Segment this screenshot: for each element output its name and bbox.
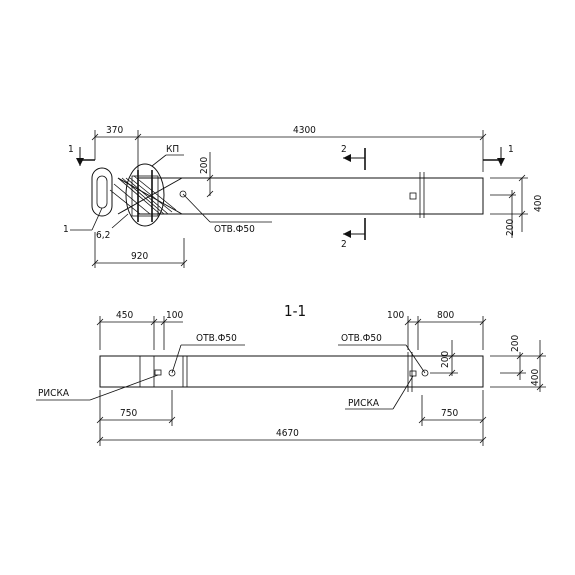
section-riska-left: РИСКА — [38, 388, 70, 399]
section-riska-right: РИСКА — [348, 398, 380, 409]
kp-diagonals — [117, 177, 183, 215]
section-hole-label-right: ОТВ.Ф50 — [341, 333, 382, 344]
plan-label-1-leader — [91, 207, 103, 231]
section-dim-top-ticks — [96, 318, 487, 326]
section-beam-outline — [99, 355, 484, 388]
section-title: 1-1 — [284, 302, 306, 320]
section-dim-100-left: 100 — [166, 310, 183, 321]
section-dim-750-right: 750 — [441, 408, 458, 419]
section-hole-right-leader — [405, 344, 426, 374]
plan-small-insert — [409, 192, 417, 200]
section-dim-4670-ticks — [96, 436, 487, 444]
section-dim-750-left: 750 — [120, 408, 137, 419]
plan-label-kp: КП — [166, 144, 179, 155]
plan-label-6-2: 6,2 — [96, 230, 110, 241]
section-view: 1-1 ОТВ.Ф50 РИСКА ОТВ.Ф50 РИСКА 45 — [36, 302, 546, 446]
section-2-bottom-num: 2 — [341, 239, 347, 250]
plan-view: ОТВ.Ф50 370 4300 КП 200 1 1 2 — [63, 125, 544, 268]
section-hole-label-left: ОТВ.Ф50 — [196, 333, 237, 344]
plan-dim-ticks — [91, 133, 487, 141]
section-riska-left-leader — [89, 374, 159, 401]
section-1-left-arrowhead — [76, 158, 84, 166]
section-dim-200-mid-ticks — [448, 352, 456, 377]
kp-plate — [125, 163, 165, 227]
section-riska-right-leader — [392, 375, 414, 410]
section-left-inserts — [139, 356, 188, 387]
section-dim-4670: 4670 — [276, 428, 299, 439]
plan-hole-label: ОТВ.Ф50 — [214, 224, 255, 235]
section-dim-200-mid: 200 — [440, 351, 451, 368]
section-riska-left-mark — [154, 369, 162, 376]
plan-beam-outline — [137, 177, 484, 215]
kp-plate-core — [131, 175, 159, 217]
section-hole-left — [168, 369, 176, 377]
plan-kp-leader — [151, 154, 167, 167]
section-dim-right-ticks — [516, 352, 544, 391]
section-2-bottom-arrowhead — [343, 230, 351, 238]
section-dim-450: 450 — [116, 310, 133, 321]
plan-hole-marker — [179, 190, 187, 198]
section-1-right-num: 1 — [508, 144, 514, 155]
plan-dim-4300: 4300 — [293, 125, 316, 136]
plan-break-mark — [419, 172, 425, 218]
section-riska-right-mark — [409, 370, 417, 377]
plan-dim-200-right: 200 — [505, 219, 516, 236]
plan-hole-leader — [182, 193, 211, 223]
section-hole-right — [421, 369, 429, 377]
plan-label-1: 1 — [63, 224, 69, 235]
section-dim-200-right: 200 — [510, 335, 521, 352]
lifting-loop-inner — [96, 175, 108, 209]
plan-dim-920-ticks — [91, 259, 188, 267]
section-1-left-num: 1 — [68, 144, 74, 155]
plan-dim-920: 920 — [131, 251, 148, 262]
section-1-right-arrowhead — [497, 158, 505, 166]
plan-dim-200-top: 200 — [199, 157, 210, 174]
section-dim-100-right: 100 — [387, 310, 404, 321]
plan-dim-370: 370 — [106, 125, 123, 136]
plan-label-6-2-leader — [111, 213, 129, 229]
section-2-top-num: 2 — [341, 144, 347, 155]
plan-dim-400-right: 400 — [533, 195, 544, 212]
kp-vertical-bars — [137, 170, 153, 222]
plan-dim-right-ticks — [508, 174, 526, 218]
section-hole-left-leader — [171, 344, 182, 374]
section-right-break — [407, 352, 413, 392]
section-dim-800: 800 — [437, 310, 454, 321]
section-2-top-arrowhead — [343, 154, 351, 162]
kp-hatch — [109, 175, 177, 215]
section-dim-400-right: 400 — [530, 369, 541, 386]
